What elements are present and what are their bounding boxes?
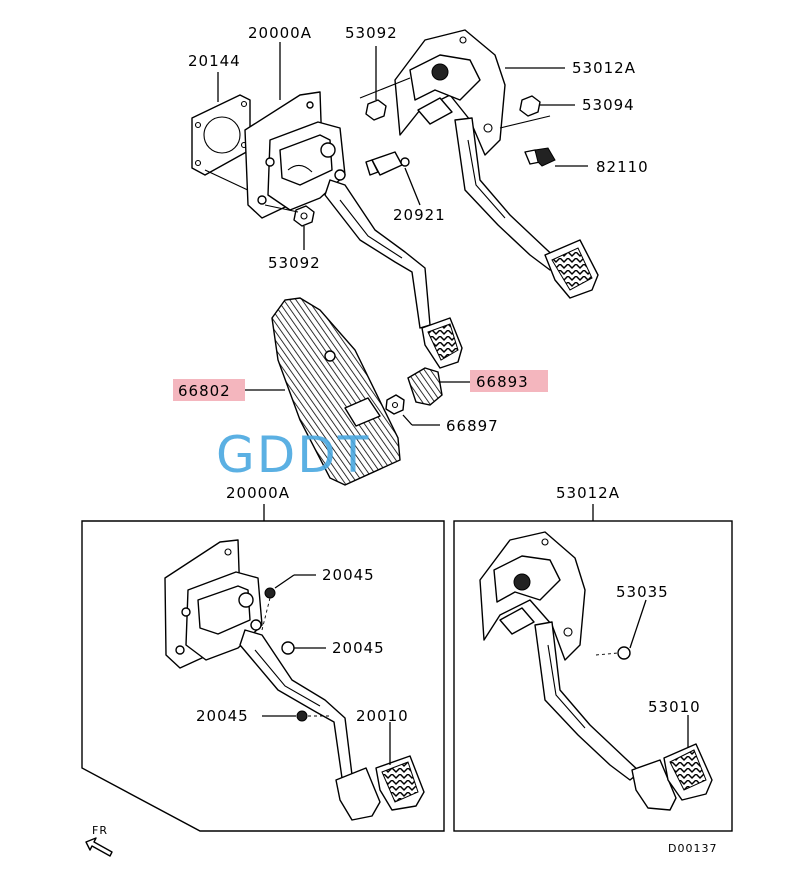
clutch-pedal-arm-top [324, 179, 463, 369]
bushing-20045-a [264, 587, 276, 599]
box-left-pedal-arm [239, 629, 425, 821]
middle-parts: 66802 66893 66897 [173, 297, 548, 486]
leader-20144-guide [204, 169, 253, 193]
guide-53092-lower [264, 204, 299, 213]
label-53092-upper: 53092 [345, 24, 398, 42]
label-fr: FR [92, 824, 108, 837]
nut-53092-upper [365, 99, 387, 121]
nut-53094 [519, 95, 541, 117]
bushing-20045-c [296, 710, 308, 722]
footrest-66802 [271, 297, 401, 486]
nut-53092-lower [293, 205, 315, 227]
brake-bracket [394, 29, 506, 156]
box-right-pedal-arm [534, 621, 713, 811]
highlight-66893 [470, 370, 548, 392]
detail-box-20000A: 20000A [81, 484, 445, 832]
guide-53094 [499, 115, 551, 129]
gasket-20144 [191, 94, 251, 176]
nut-66897 [385, 394, 405, 415]
box-right-bracket [479, 531, 586, 661]
switch-20921 [365, 151, 410, 176]
watermark: GDDT [216, 426, 370, 484]
label-53092-lower: 53092 [268, 254, 321, 272]
stopper-82110 [524, 147, 556, 167]
label-53094: 53094 [582, 96, 635, 114]
guide-53092-upper [359, 77, 411, 99]
leader-20045-a [274, 574, 295, 589]
label-20921: 20921 [393, 206, 446, 224]
label-box-left-title: 20000A [226, 484, 290, 502]
highlight-66802 [173, 379, 245, 401]
label-box-right-title: 53012A [556, 484, 620, 502]
label-20010: 20010 [356, 707, 409, 725]
label-66897: 66897 [446, 417, 499, 435]
label-82110: 82110 [596, 158, 649, 176]
label-66893: 66893 [476, 373, 529, 391]
label-53010: 53010 [648, 698, 701, 716]
top-assembly: 20144 20000A 53092 53012A 53094 82110 20… [188, 24, 649, 369]
box-right-frame [453, 520, 733, 832]
label-53035: 53035 [616, 583, 669, 601]
front-arrow: FR [85, 824, 113, 857]
bushing-53035 [617, 646, 631, 660]
guide-53035 [595, 652, 619, 656]
pad-66893 [407, 367, 443, 406]
leader-53035 [629, 599, 647, 649]
label-53012A-top: 53012A [572, 59, 636, 77]
label-20045-a: 20045 [322, 566, 375, 584]
brake-pedal-arm-top [454, 117, 599, 299]
leader-20921 [404, 167, 421, 206]
guide-20045-a [261, 597, 271, 631]
leader-66897 [402, 414, 413, 426]
label-20045-c: 20045 [196, 707, 249, 725]
box-left-frame [81, 520, 445, 832]
label-diagram-code: D00137 [668, 842, 717, 855]
detail-box-53012A: 53012A 53035 53010 [453, 484, 733, 832]
bushing-20045-b [281, 641, 295, 655]
label-20144: 20144 [188, 52, 241, 70]
label-20045-b: 20045 [332, 639, 385, 657]
label-20000A-top: 20000A [248, 24, 312, 42]
arrow-fr-icon [85, 837, 113, 857]
label-66802: 66802 [178, 382, 231, 400]
